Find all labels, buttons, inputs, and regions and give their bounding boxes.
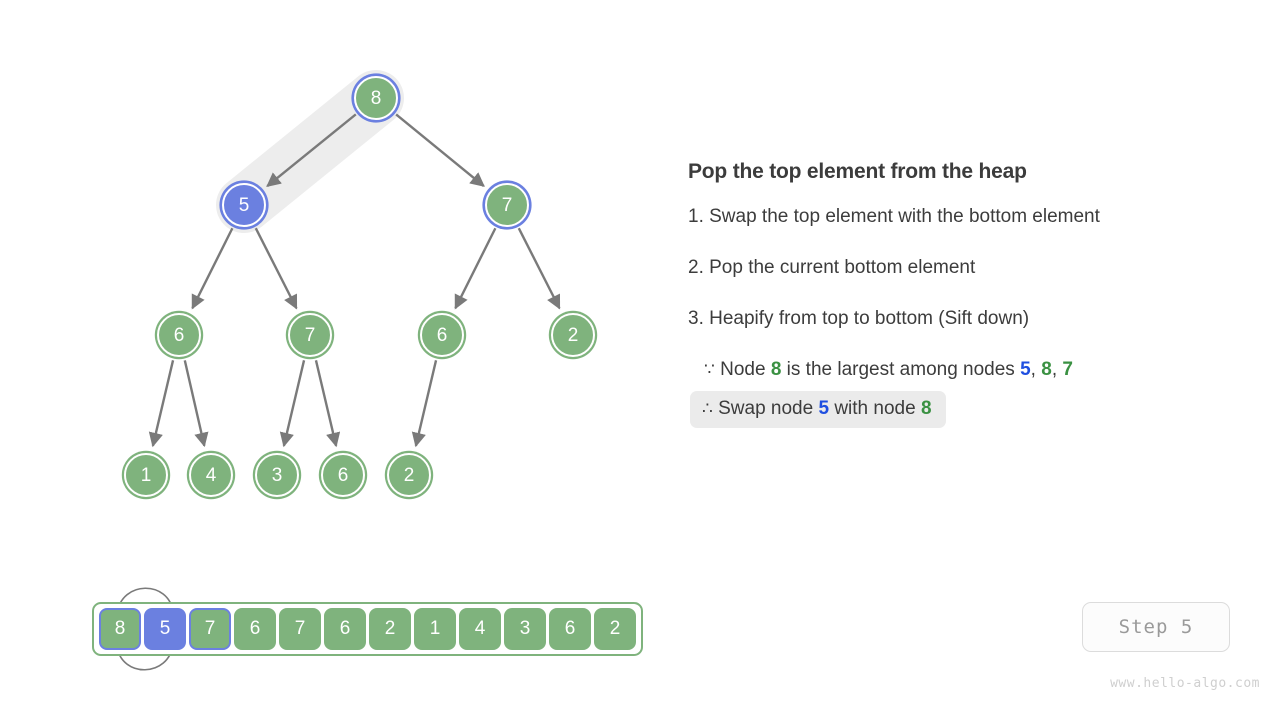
- step-instruction-1: 1. Swap the top element with the bottom …: [688, 206, 1100, 227]
- tree-node[interactable]: 8: [354, 76, 398, 120]
- array-cell-value: 2: [384, 618, 396, 639]
- tree-node[interactable]: 5: [222, 183, 266, 227]
- array-cell[interactable]: 2: [594, 608, 636, 650]
- because-candidate-2: 7: [1062, 359, 1073, 380]
- tree-node-value: 2: [403, 464, 415, 486]
- array-cell[interactable]: 8: [99, 608, 141, 650]
- tree-node-value: 7: [501, 194, 513, 216]
- array-cell[interactable]: 6: [549, 608, 591, 650]
- array-cell[interactable]: 1: [414, 608, 456, 650]
- tree-node-value: 8: [370, 87, 382, 109]
- array-cell-value: 6: [249, 618, 261, 639]
- array-cell[interactable]: 6: [324, 608, 366, 650]
- tree-edge: [411, 360, 438, 448]
- therefore-middle: with node: [834, 398, 916, 419]
- tree-edge: [266, 113, 357, 188]
- array-cell-value: 4: [474, 618, 486, 639]
- tree-node[interactable]: 6: [420, 313, 464, 357]
- step-instruction-3: 3. Heapify from top to bottom (Sift down…: [688, 308, 1030, 329]
- explanation-panel: Pop the top element from the heap 1. Swa…: [688, 160, 1248, 438]
- array-cell-value: 7: [294, 618, 306, 639]
- page-title: Pop the top element from the heap: [688, 160, 1027, 183]
- tree-node-value: 7: [304, 324, 316, 346]
- tree-edge: [279, 360, 306, 448]
- therefore-line: ∴ Swap node 5 with node 8: [690, 391, 946, 428]
- array-cell[interactable]: 3: [504, 608, 546, 650]
- heap-array: 8 5 7 6 7 6 2 1 4 3 6 2: [92, 602, 643, 656]
- therefore-to-value: 8: [920, 398, 932, 419]
- array-cell-value: 8: [114, 618, 126, 639]
- array-cell[interactable]: 7: [279, 608, 321, 650]
- because-prefix: Node: [720, 359, 766, 380]
- tree-edge: [191, 227, 234, 310]
- watermark: www.hello-algo.com: [1110, 676, 1260, 691]
- because-symbol: ∵: [704, 360, 715, 379]
- tree-edge: [314, 360, 341, 448]
- because-node-value: 8: [770, 359, 782, 380]
- tree-edge: [395, 113, 485, 187]
- step-instruction-2: 2. Pop the current bottom element: [688, 257, 976, 278]
- because-candidate-1: 8: [1041, 359, 1052, 380]
- array-cell[interactable]: 6: [234, 608, 276, 650]
- tree-edges-svg: [148, 70, 561, 448]
- tree-node-value: 6: [173, 324, 185, 346]
- therefore-prefix: Swap node: [718, 398, 814, 419]
- tree-node-value: 1: [140, 464, 152, 486]
- tree-edge: [183, 360, 209, 448]
- tree-node-value: 2: [567, 324, 579, 346]
- array-cell[interactable]: 5: [144, 608, 186, 650]
- array-cell-value: 7: [204, 618, 216, 639]
- because-sep-0: ,: [1030, 359, 1042, 380]
- because-line: ∵ Node 8 is the largest among nodes 5, 8…: [704, 359, 1248, 381]
- tree-node-value: 4: [205, 464, 217, 486]
- array-cell-value: 1: [429, 618, 441, 639]
- edge-layer: [148, 113, 561, 448]
- tree-node-value: 5: [238, 194, 250, 216]
- array-cell[interactable]: 4: [459, 608, 501, 650]
- step-badge: Step 5: [1082, 602, 1230, 652]
- tree-node[interactable]: 7: [288, 313, 332, 357]
- array-cell-value: 3: [519, 618, 531, 639]
- tree-node[interactable]: 4: [189, 453, 233, 497]
- tree-node[interactable]: 7: [485, 183, 529, 227]
- array-cell-value: 2: [609, 618, 621, 639]
- because-sep-1: ,: [1051, 359, 1063, 380]
- because-middle: is the largest among nodes: [786, 359, 1015, 380]
- tree-edge: [517, 227, 561, 310]
- tree-edge: [254, 227, 298, 310]
- therefore-from-value: 5: [818, 398, 830, 419]
- array-cell-value: 5: [159, 618, 171, 639]
- tree-node[interactable]: 1: [124, 453, 168, 497]
- array-cell-value: 6: [564, 618, 576, 639]
- tree-node-value: 3: [271, 464, 283, 486]
- tree-node[interactable]: 3: [255, 453, 299, 497]
- tree-node[interactable]: 6: [157, 313, 201, 357]
- because-candidate-0: 5: [1020, 359, 1031, 380]
- array-cell[interactable]: 7: [189, 608, 231, 650]
- tree-node-value: 6: [337, 464, 349, 486]
- tree-edge: [454, 227, 497, 310]
- array-cell[interactable]: 2: [369, 608, 411, 650]
- array-cell-value: 6: [339, 618, 351, 639]
- therefore-symbol: ∴: [702, 399, 713, 418]
- tree-node[interactable]: 6: [321, 453, 365, 497]
- heap-tree-diagram: 8 5 7 6 7 6 2 1 4 3 6 2: [0, 0, 680, 560]
- tree-node[interactable]: 2: [387, 453, 431, 497]
- tree-node-value: 6: [436, 324, 448, 346]
- tree-edge: [148, 360, 175, 448]
- tree-node[interactable]: 2: [551, 313, 595, 357]
